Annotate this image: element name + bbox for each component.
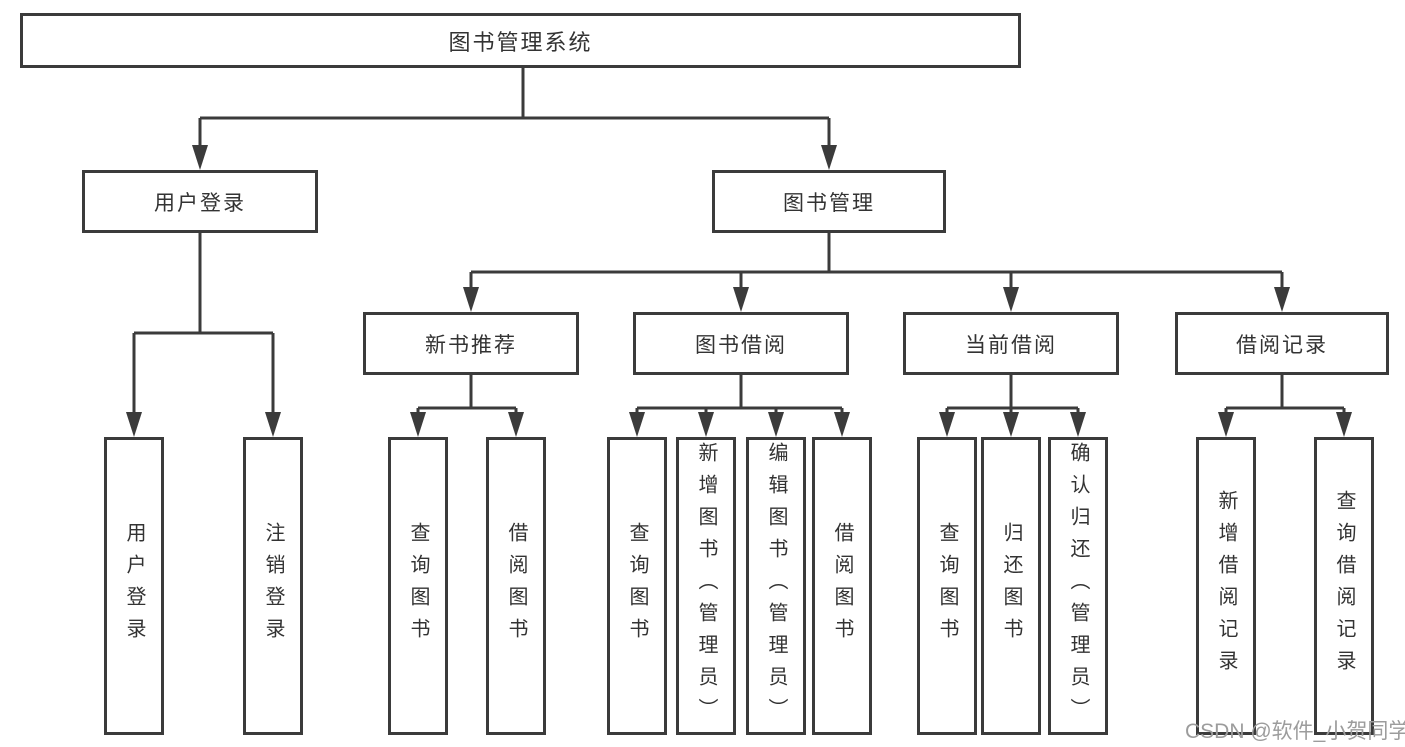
leaf-logout: 注销登录 xyxy=(243,437,303,735)
edges-borrow-record-to-leaves xyxy=(1218,375,1352,437)
node-book-management: 图书管理 xyxy=(712,170,946,233)
leaf-label: 归还图书 xyxy=(1000,522,1022,650)
leaf-borrow-book: 借阅图书 xyxy=(812,437,872,735)
leaf-user-login: 用户登录 xyxy=(104,437,164,735)
node-library-management-system: 图书管理系统 xyxy=(20,13,1021,68)
leaf-label: 新增借阅记录 xyxy=(1215,490,1237,682)
leaf-query-book-current: 查询图书 xyxy=(917,437,977,735)
node-current-borrow: 当前借阅 xyxy=(903,312,1119,375)
node-label: 图书管理系统 xyxy=(448,29,593,55)
leaf-label: 确认归还（管理员） xyxy=(1067,442,1089,730)
leaf-label: 注销登录 xyxy=(262,522,284,650)
leaf-return-book: 归还图书 xyxy=(981,437,1041,735)
edges-book-borrow-to-leaves xyxy=(629,375,850,437)
leaf-label: 借阅图书 xyxy=(505,522,527,650)
csdn-watermark: CSDN @软件_小贺同学 xyxy=(1185,720,1405,743)
leaf-confirm-return-admin: 确认归还（管理员） xyxy=(1048,437,1108,735)
edges-current-borrow-to-leaves xyxy=(939,375,1086,437)
leaf-label: 查询图书 xyxy=(626,522,648,650)
leaf-add-borrow-record: 新增借阅记录 xyxy=(1196,437,1256,735)
leaf-add-book-admin: 新增图书（管理员） xyxy=(676,437,736,735)
node-new-book-recommend: 新书推荐 xyxy=(363,312,579,375)
node-label: 图书借阅 xyxy=(695,333,787,357)
edges-root-to-level2 xyxy=(192,68,837,170)
leaf-borrow-book-recommend: 借阅图书 xyxy=(486,437,546,735)
node-label: 当前借阅 xyxy=(965,333,1057,357)
edges-user-login-to-leaves xyxy=(126,233,281,437)
edges-new-book-rec-to-leaves xyxy=(410,375,524,437)
node-borrow-record: 借阅记录 xyxy=(1175,312,1389,375)
leaf-label: 编辑图书（管理员） xyxy=(765,442,787,730)
leaf-label: 查询借阅记录 xyxy=(1333,490,1355,682)
node-label: 新书推荐 xyxy=(425,333,517,357)
leaf-edit-book-admin: 编辑图书（管理员） xyxy=(746,437,806,735)
leaf-query-book-recommend: 查询图书 xyxy=(388,437,448,735)
node-book-borrow: 图书借阅 xyxy=(633,312,849,375)
edges-book-mgmt-to-level3 xyxy=(463,233,1290,312)
leaf-label: 查询图书 xyxy=(407,522,429,650)
node-label: 借阅记录 xyxy=(1236,333,1328,357)
node-label: 用户登录 xyxy=(154,191,246,215)
node-label: 图书管理 xyxy=(783,191,875,215)
leaf-query-borrow-record: 查询借阅记录 xyxy=(1314,437,1374,735)
leaf-query-book-borrow: 查询图书 xyxy=(607,437,667,735)
leaf-label: 用户登录 xyxy=(123,522,145,650)
leaf-label: 新增图书（管理员） xyxy=(695,442,717,730)
leaf-label: 借阅图书 xyxy=(831,522,853,650)
leaf-label: 查询图书 xyxy=(936,522,958,650)
node-user-login: 用户登录 xyxy=(82,170,318,233)
